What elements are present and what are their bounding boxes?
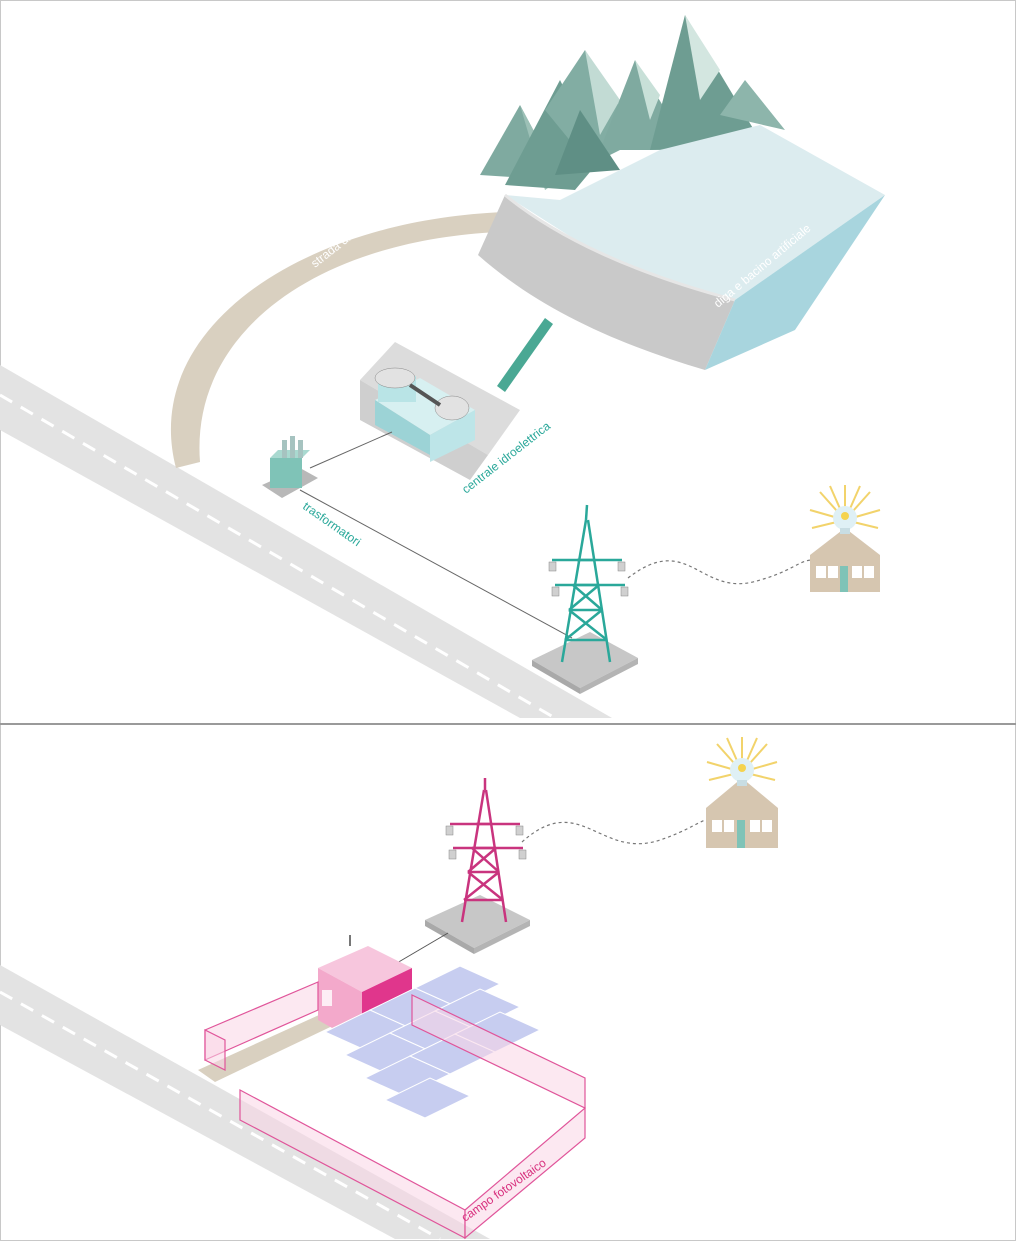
pv-lightbulb-icon [707,737,777,786]
hydro-panel: strada di accesso diga e bacino artifici… [0,15,885,718]
hydro-house [810,528,880,592]
pv-pylon [425,778,530,954]
pv-house [706,778,778,848]
penstock-pipe [497,318,553,392]
pv-transmission-line [522,818,712,844]
main-road [0,365,612,718]
pv-panel: campo fotovoltaico [0,737,778,1239]
hydro-pylon [532,505,638,694]
lightbulb-icon [810,485,880,534]
pv-field-label: campo fotovoltaico [459,1155,549,1224]
transformers-label: trasformatori [300,499,363,549]
transformer [262,436,318,498]
hydro-transmission-line [628,560,812,584]
